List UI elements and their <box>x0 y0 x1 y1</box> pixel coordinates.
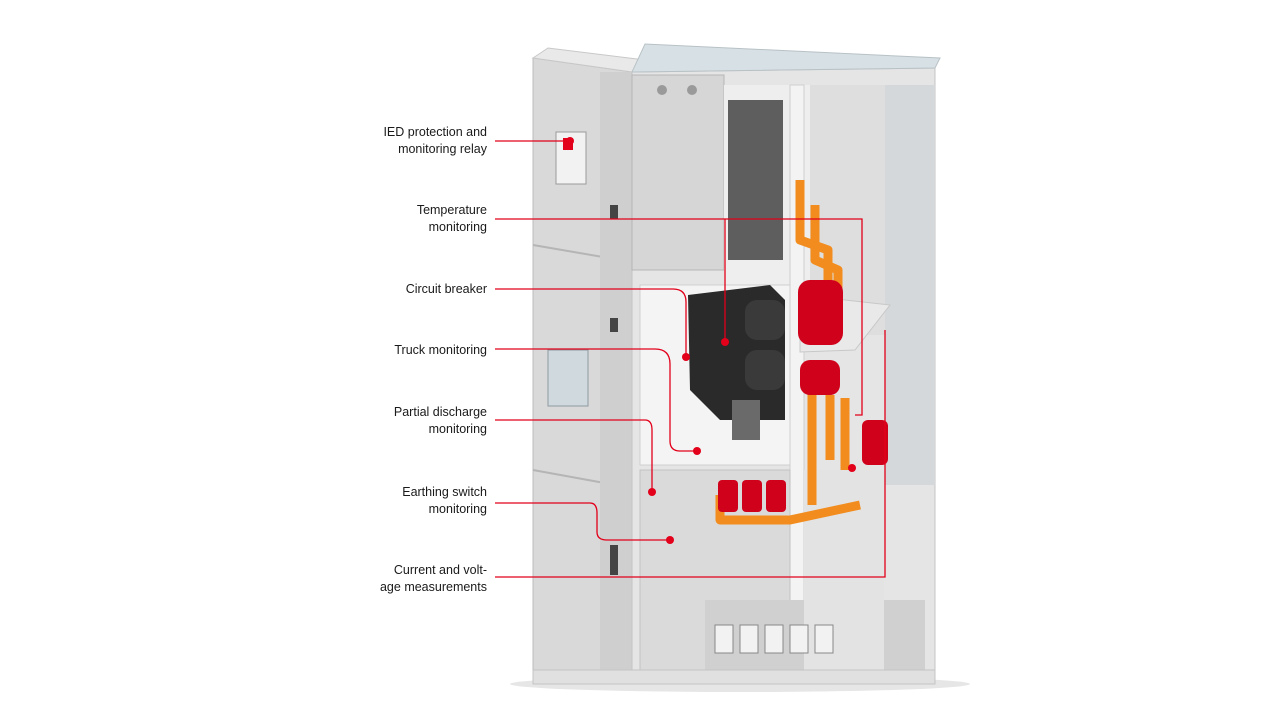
callout-dot-breaker <box>682 353 690 361</box>
label-partial-discharge: Partial discharge monitoring <box>393 405 487 436</box>
callout-line-temperature <box>495 218 863 416</box>
circuit-breaker <box>688 285 785 440</box>
insulators <box>718 280 888 512</box>
label-truck: Truck monitoring <box>394 343 487 357</box>
callout-line-earthing <box>495 502 670 541</box>
callout-line-current <box>495 330 886 578</box>
callout-dot-partial <box>648 488 656 496</box>
cable-terminals <box>714 624 834 654</box>
callout-dot-ied <box>566 137 574 145</box>
callout-dot-truck <box>693 447 701 455</box>
callout-line-breaker <box>495 288 687 357</box>
label-temperature: Temperature monitoring <box>416 203 487 234</box>
callout-dot-earthing <box>666 536 674 544</box>
label-circuit-breaker: Circuit breaker <box>405 282 487 296</box>
callout-dot-temperature-2 <box>848 464 856 472</box>
callout-dot-temperature-1 <box>721 338 729 346</box>
label-earthing-switch: Earthing switch monitoring <box>402 485 487 516</box>
cabinet-base <box>532 669 936 685</box>
label-ied: IED protection and monitoring relay <box>383 125 487 156</box>
callout-line-truck <box>495 348 697 452</box>
callout-line-partial <box>495 419 653 492</box>
label-current-voltage: Current and volt- age measurements <box>379 563 487 594</box>
